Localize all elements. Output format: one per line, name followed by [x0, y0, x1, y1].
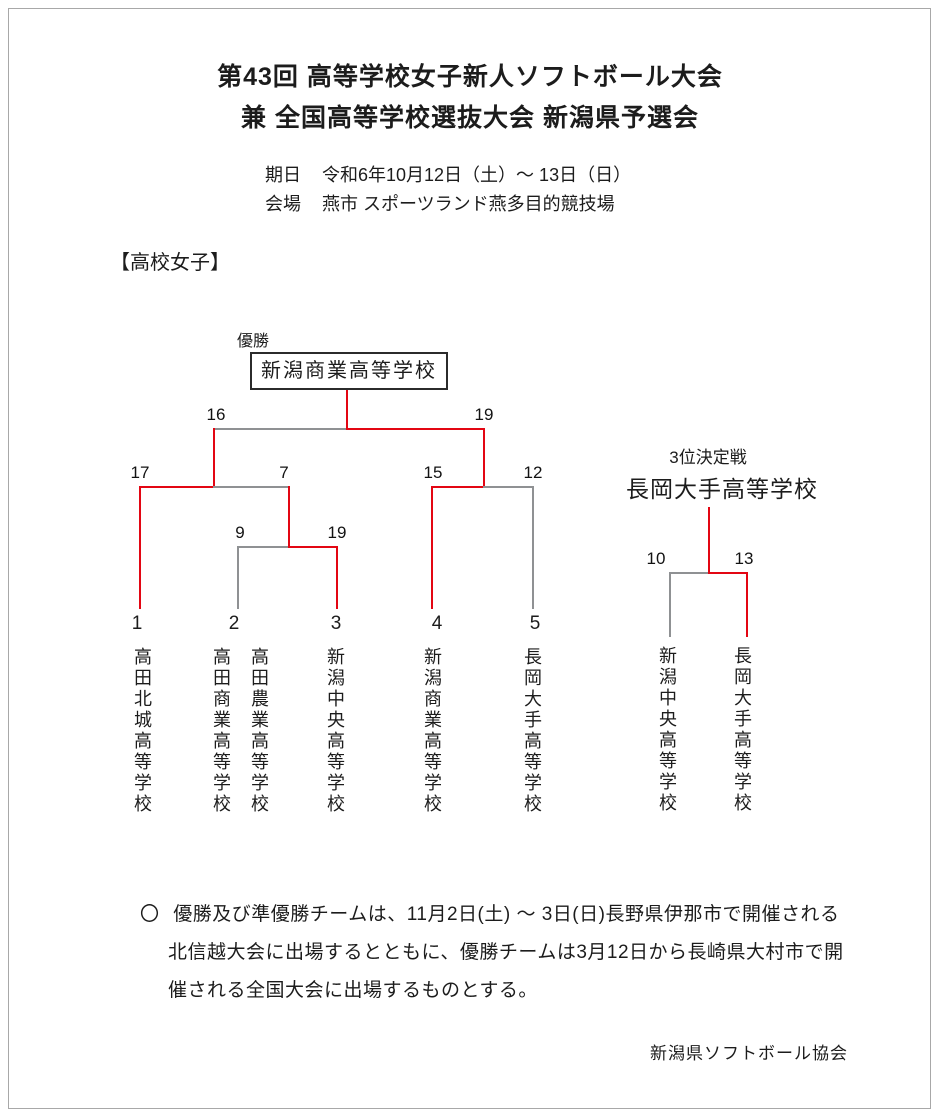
third-place-left-team: 新潟中央高等学校: [657, 646, 677, 814]
third-place-right-team: 長岡大手高等学校: [732, 646, 752, 814]
semifinal1-line-left: [139, 486, 215, 488]
third-place-right-score: 13: [734, 549, 754, 568]
round1-left-score: 9: [235, 523, 245, 542]
venue-label: 会場: [265, 194, 301, 214]
team1-name: 高田北城高等学校: [132, 647, 152, 815]
team5-line: [532, 486, 534, 609]
third-place-winner: 長岡大手高等学校: [626, 476, 818, 502]
organization-name: 新潟県ソフトボール協会: [650, 1044, 848, 1063]
team2-name: 高田商業高等学校: [211, 647, 231, 815]
team1-line: [139, 486, 141, 609]
event-meta: 期日 令和6年10月12日（土）～ 13日（日） 会場 燕市 スポーツランド燕多…: [265, 161, 631, 219]
third-place-left-score: 10: [646, 549, 666, 568]
team4-name: 新潟商業高等学校: [422, 647, 442, 815]
note-line-3: 催される全国大会に出場するものとする。: [168, 980, 538, 1001]
date-label: 期日: [265, 165, 301, 185]
champion-connector-line: [346, 390, 348, 430]
third-place-left-team-line: [669, 572, 671, 637]
date-value: 令和6年10月12日（土）～ 13日（日）: [322, 165, 632, 185]
semifinal2-line-left: [431, 486, 485, 488]
section-label: 【高校女子】: [110, 252, 230, 274]
semifinal1-left-score: 17: [130, 463, 150, 482]
team2-line: [237, 546, 239, 609]
page-border: [8, 8, 931, 1109]
third-place-connector-line: [708, 507, 710, 574]
third-place-right-team-line: [746, 572, 748, 637]
round1-line-right: [288, 546, 338, 548]
final-right-score: 19: [474, 405, 494, 424]
page-subtitle: 兼 全国高等学校選抜大会 新潟県予選会: [241, 104, 699, 132]
page-title: 第43回 高等学校女子新人ソフトボール大会: [217, 63, 723, 91]
third-place-line-right: [708, 572, 748, 574]
team5-seed: 5: [529, 613, 541, 634]
round1-connector-line: [288, 486, 290, 548]
note-bullet: 〇: [140, 904, 160, 925]
semifinal2-line-right: [483, 486, 534, 488]
team3-line: [336, 546, 338, 609]
semifinal2-left-score: 15: [423, 463, 443, 482]
round1-line-left: [237, 546, 290, 548]
team2-joint-name: 高田農業高等学校: [249, 647, 269, 815]
team5-name: 長岡大手高等学校: [522, 647, 542, 815]
third-place-title: 3位決定戦: [669, 448, 747, 467]
team3-name: 新潟中央高等学校: [325, 647, 345, 815]
team4-seed: 4: [431, 613, 443, 634]
note-line-2: 北信越大会に出場するとともに、優勝チームは3月12日から長崎県大村市で開: [168, 942, 844, 963]
team4-line: [431, 486, 433, 609]
final-line-left: [213, 428, 348, 430]
semifinal1-right-score: 7: [279, 463, 289, 482]
team3-seed: 3: [330, 613, 342, 634]
team1-seed: 1: [131, 613, 143, 634]
final-left-score: 16: [206, 405, 226, 424]
semifinal2-connector-line: [483, 428, 485, 488]
third-place-line-left: [669, 572, 710, 574]
champion-label: 優勝: [237, 333, 270, 350]
note-line-1: 〇 優勝及び準優勝チームは、11月2日(土) ～ 3日(日)長野県伊那市で開催さ…: [140, 899, 839, 926]
round1-right-score: 19: [327, 523, 347, 542]
semifinal1-line-right: [213, 486, 290, 488]
champion-name: 新潟商業高等学校: [261, 360, 437, 382]
note-line-1-text: 優勝及び準優勝チームは、11月2日(土) ～ 3日(日)長野県伊那市で開催される: [173, 904, 840, 925]
semifinal1-connector-line: [213, 428, 215, 488]
champion-box: 新潟商業高等学校: [250, 352, 448, 390]
final-line-right: [346, 428, 485, 430]
event-date-row: 期日 令和6年10月12日（土）～ 13日（日）: [265, 161, 631, 190]
semifinal2-right-score: 12: [523, 463, 543, 482]
event-venue-row: 会場 燕市 スポーツランド燕多目的競技場: [265, 190, 631, 219]
venue-value: 燕市 スポーツランド燕多目的競技場: [322, 194, 615, 214]
team2-seed: 2: [228, 613, 240, 634]
